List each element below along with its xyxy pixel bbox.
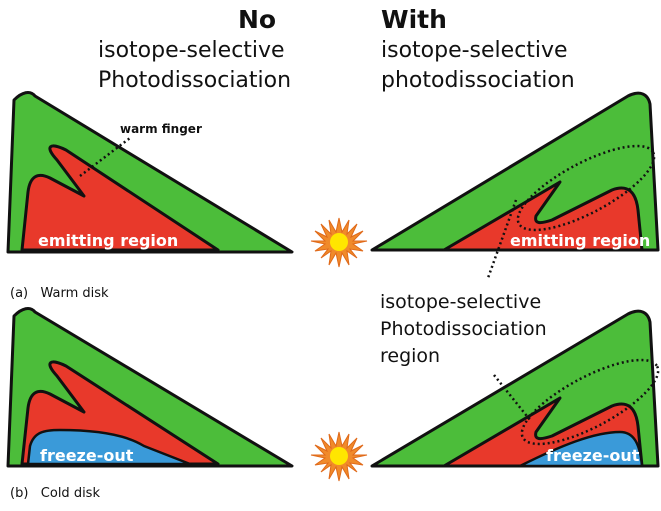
ispd-region-label-2: Photodissociation <box>380 318 547 340</box>
panel-b-label: (b) Cold disk <box>10 486 100 501</box>
warm-finger-label: warm finger <box>120 122 202 136</box>
left-emitting-label: emitting region <box>38 231 178 250</box>
left-warm-emitting-region <box>20 144 220 252</box>
panel-a-label: (a) Warm disk <box>10 286 109 301</box>
right-freeze-out-label: freeze-out <box>546 446 640 465</box>
right-header-with: With <box>381 5 447 34</box>
right-freeze-out-region <box>518 430 644 468</box>
left-freeze-out-label: freeze-out <box>40 446 134 465</box>
right-warm-disk: emitting region <box>370 91 660 279</box>
left-header-line1: isotope-selective <box>98 38 285 63</box>
warm-finger-leader <box>79 137 131 177</box>
star-bottom-core <box>330 447 348 465</box>
left-cold-disk: freeze-out <box>6 307 294 468</box>
right-header-line1: isotope-selective <box>381 38 568 63</box>
star-top-core <box>330 233 348 251</box>
left-header-no: No <box>238 5 277 34</box>
right-emitting-label: emitting region <box>510 231 650 250</box>
ispd-region-leader <box>486 199 518 279</box>
right-cold-disk: freeze-out <box>370 309 660 468</box>
star-top <box>310 217 368 268</box>
ispd-region-label-3: region <box>380 345 441 367</box>
right-header-line2: photodissociation <box>381 68 575 93</box>
right-warm-emitting-region <box>442 180 644 252</box>
right-cold-ispd-region <box>520 358 660 446</box>
ispd-region-label-1: isotope-selective <box>380 291 542 313</box>
left-freeze-out-region <box>26 428 192 466</box>
left-header-line2: Photodissociation <box>98 68 292 93</box>
left-warm-disk: warm finger emitting region <box>6 91 294 254</box>
right-warm-ispd-region <box>516 144 656 232</box>
star-bottom <box>310 431 368 482</box>
